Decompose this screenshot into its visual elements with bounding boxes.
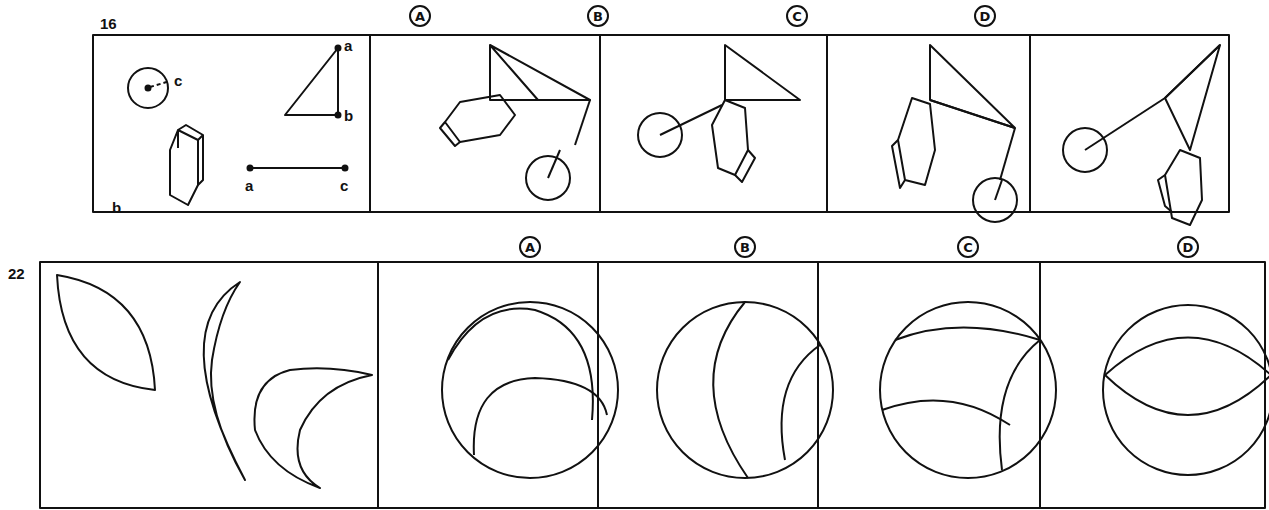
source-pieces xyxy=(128,46,348,206)
point-letter: a xyxy=(344,38,352,53)
option-letter: B xyxy=(734,236,756,258)
option-letter: A xyxy=(519,236,541,258)
option-letter: D xyxy=(974,5,996,27)
option-letter-text: D xyxy=(1183,241,1194,254)
option-letter: D xyxy=(1177,236,1199,258)
option-letter: B xyxy=(587,5,609,27)
option-letter: A xyxy=(409,5,431,27)
point-letter: a xyxy=(245,178,253,193)
item-number: 16 xyxy=(100,16,117,31)
item-frame xyxy=(40,262,1265,508)
option-letter-text: B xyxy=(593,10,603,23)
panel-divider xyxy=(597,262,599,508)
panel-divider xyxy=(817,262,819,508)
option-letter-text: D xyxy=(980,10,991,23)
panel-divider xyxy=(599,35,601,212)
panel-divider xyxy=(1039,262,1041,508)
panel-divider xyxy=(377,262,379,508)
option-letter-text: B xyxy=(740,241,750,254)
option-letter: C xyxy=(957,236,979,258)
point-letter: c xyxy=(340,178,348,193)
option-figure xyxy=(442,302,618,478)
panel-divider xyxy=(826,35,828,212)
source-pieces xyxy=(57,275,372,488)
option-letter-text: A xyxy=(415,10,425,23)
option-figure xyxy=(440,45,590,200)
option-letter: C xyxy=(786,5,808,27)
panel-divider xyxy=(1029,35,1031,212)
item-number: 22 xyxy=(8,266,25,281)
option-letter-text: C xyxy=(963,241,973,254)
option-figure xyxy=(1063,45,1220,225)
point-letter: b xyxy=(112,200,121,215)
point-letter: b xyxy=(344,108,353,123)
option-figure xyxy=(657,302,833,478)
option-figure xyxy=(638,45,800,182)
option-figure xyxy=(892,45,1017,222)
point-letter: c xyxy=(174,73,182,88)
option-figure xyxy=(880,302,1056,478)
option-figure xyxy=(1103,305,1269,475)
option-letter-text: A xyxy=(525,241,535,254)
panel-divider xyxy=(369,35,371,212)
item-frame xyxy=(93,35,1229,212)
option-letter-text: C xyxy=(792,10,802,23)
